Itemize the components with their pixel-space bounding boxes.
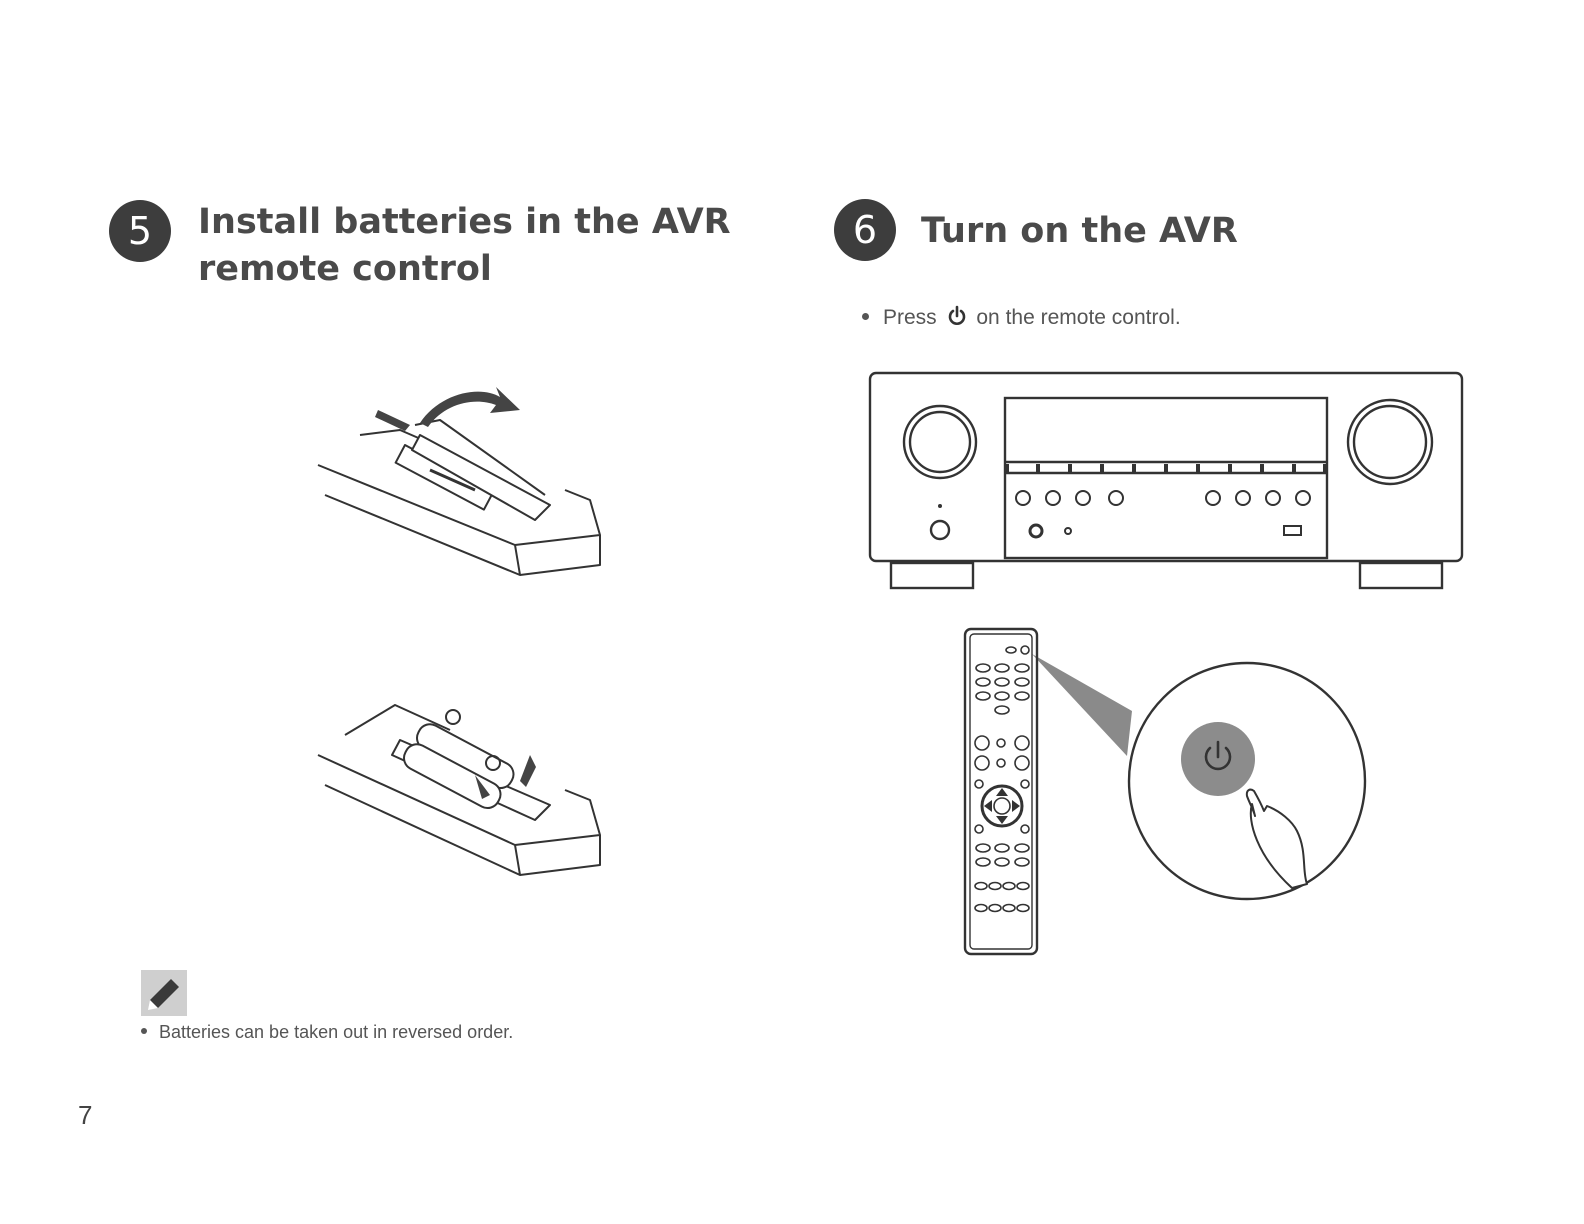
bullet-dot bbox=[141, 1028, 147, 1034]
note-text: Batteries can be taken out in reversed o… bbox=[141, 1022, 513, 1043]
remote-power-illustration bbox=[962, 626, 1372, 961]
step-5-title: Install batteries in the AVR remote cont… bbox=[198, 199, 731, 293]
step-6-badge: 6 bbox=[834, 199, 896, 261]
instruction-suffix: on the remote control. bbox=[976, 306, 1180, 329]
page-number: 7 bbox=[78, 1100, 92, 1131]
instruction-prefix: Press bbox=[883, 306, 937, 329]
remote-cover-open-illustration bbox=[300, 375, 620, 595]
power-icon bbox=[947, 305, 967, 327]
step-6-instruction: Press on the remote control. bbox=[862, 306, 1181, 330]
step-6-title: Turn on the AVR bbox=[921, 208, 1238, 255]
step-5-badge: 5 bbox=[109, 200, 171, 262]
remote-batteries-illustration bbox=[300, 695, 620, 895]
avr-receiver-illustration bbox=[868, 370, 1466, 592]
pencil-icon bbox=[141, 970, 187, 1016]
bullet-dot bbox=[862, 313, 869, 320]
note-text-content: Batteries can be taken out in reversed o… bbox=[159, 1022, 513, 1042]
step-5-title-line-2: remote control bbox=[198, 246, 731, 293]
step-5-title-line-1: Install batteries in the AVR bbox=[198, 199, 731, 246]
